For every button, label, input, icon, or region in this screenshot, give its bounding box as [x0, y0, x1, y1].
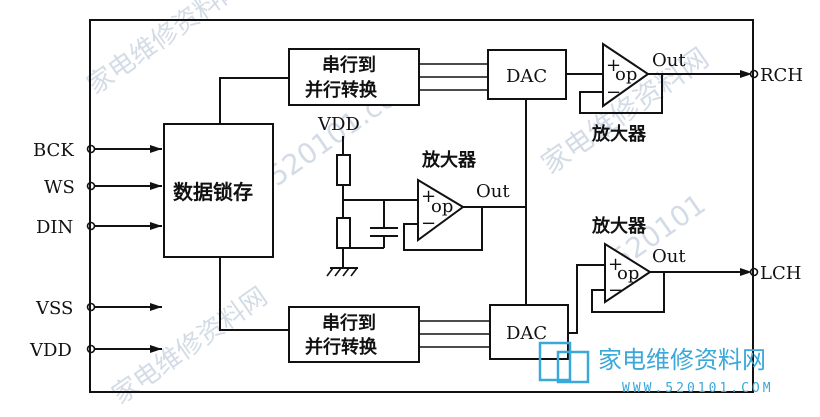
bottom-converter-label-line2: 并行转换 — [305, 336, 378, 358]
rch-terminal — [749, 69, 759, 79]
pin-vss-arrow — [150, 303, 162, 311]
lch-terminal — [749, 267, 759, 277]
pin-vdd-arrow — [150, 345, 162, 353]
bottom-amp-minus: − — [608, 280, 623, 301]
bottom-amp-op-label: op — [617, 263, 639, 284]
top-converter-label-line1: 串行到 — [322, 54, 376, 76]
bottom-dac-label: DAC — [506, 323, 547, 344]
top-amp-out-label: Out — [652, 50, 686, 71]
vdd-supply-label: VDD — [317, 114, 360, 135]
chip-outline — [89, 19, 754, 393]
pin-ws-arrow — [150, 182, 162, 190]
watermark-logo: 家电维修资料网 WWW.520101.COM — [538, 341, 774, 396]
rch-arrow — [740, 70, 752, 78]
top-amplifier-symbol — [602, 42, 650, 108]
top-amp-minus: − — [606, 82, 621, 103]
bottom-dac-block — [489, 304, 569, 360]
bias-amp-feedback-wire — [403, 207, 483, 251]
bias-amplifier-label: 放大器 — [421, 149, 477, 171]
logo-brand-text: 家电维修资料网 — [598, 346, 766, 374]
pin-din-label: DIN — [36, 217, 73, 238]
data-latch-label: 数据锁存 — [173, 180, 253, 204]
capacitor-symbol — [343, 227, 398, 249]
pin-bck-terminal — [86, 144, 96, 154]
lower-resistor — [336, 217, 351, 249]
top-converter-label-line2: 并行转换 — [305, 79, 378, 101]
bottom-amp-feedback-wire — [591, 272, 665, 313]
latch-to-top-converter-wire — [219, 77, 288, 124]
rch-label: RCH — [760, 65, 803, 86]
bottom-amp-out-label: Out — [652, 246, 686, 267]
pin-ws-terminal — [86, 181, 96, 191]
data-latch-block — [163, 123, 274, 258]
bottom-dac-to-amp-wire — [568, 264, 605, 334]
watermark-text-1: 家电维修资料网 — [82, 0, 248, 101]
pin-bck-arrow — [150, 145, 162, 153]
bias-amp-op-label: op — [431, 196, 453, 217]
top-dac-label: DAC — [506, 66, 547, 87]
upper-resistor — [336, 154, 351, 186]
pin-vss-label: VSS — [35, 298, 73, 319]
top-amp-plus: + — [606, 55, 621, 76]
lch-arrow — [740, 268, 752, 276]
input-pins: BCK WS DIN VSS VDD — [29, 140, 162, 361]
top-amp-feedback-wire — [579, 74, 663, 114]
bias-amp-minus: − — [421, 213, 436, 234]
top-amp-op-label: op — [615, 64, 637, 85]
bottom-serial-to-parallel-block — [288, 306, 420, 363]
logo-frame-left — [538, 341, 572, 382]
bottom-amplifier-label: 放大器 — [591, 215, 647, 237]
top-amplifier-label: 放大器 — [591, 123, 647, 145]
latch-to-bottom-converter-wire — [219, 257, 288, 331]
ground-icon — [326, 267, 358, 277]
bottom-converter-label-line1: 串行到 — [322, 312, 376, 334]
pin-bck-label: BCK — [33, 140, 74, 161]
pin-vdd-terminal — [86, 344, 96, 354]
bias-amp-plus: + — [421, 186, 436, 207]
top-dac-block — [487, 49, 567, 100]
bias-amplifier-symbol — [417, 178, 465, 242]
pin-vdd-label: VDD — [29, 340, 72, 361]
logo-frame-right — [556, 350, 590, 384]
bottom-amp-plus: + — [608, 254, 623, 275]
lch-label: LCH — [760, 263, 801, 284]
logo-url-text: WWW.520101.COM — [622, 381, 774, 396]
bias-amp-out-label: Out — [476, 181, 510, 202]
pin-vss-terminal — [86, 302, 96, 312]
pin-din-terminal — [86, 221, 96, 231]
pin-ws-label: WS — [44, 177, 75, 198]
bottom-amplifier-symbol — [604, 242, 652, 304]
pin-din-arrow — [150, 222, 162, 230]
